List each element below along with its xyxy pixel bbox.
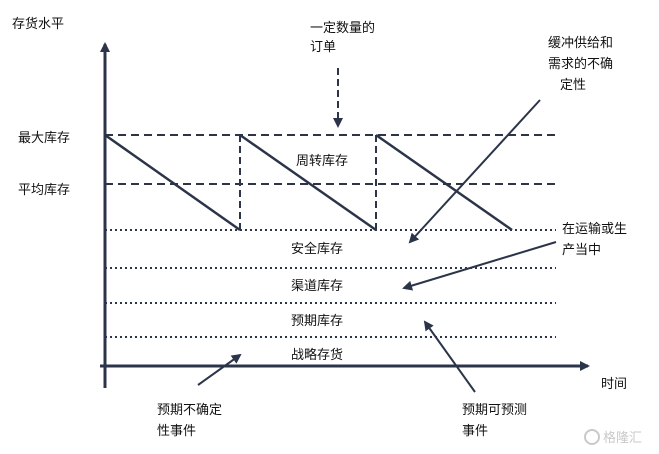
average-inventory-label: 平均库存 <box>18 182 70 198</box>
watermark-logo-icon <box>584 429 600 445</box>
fixed-order-annotation-line-2: 订单 <box>310 40 336 55</box>
predictable-annotation-line-1: 预期可预测 <box>462 403 527 418</box>
safety-stock-label: 安全库存 <box>291 241 343 257</box>
buffer-annotation-line-3: 定性 <box>560 78 586 93</box>
watermark-text: 格隆汇 <box>603 430 642 446</box>
buffer-annotation-line-1: 缓冲供给和 <box>548 36 613 51</box>
depletion-line-2 <box>239 133 377 232</box>
buffer-arrow <box>408 99 541 244</box>
anticipation-stock-label: 预期库存 <box>291 313 343 329</box>
unpredictable-annotation-line-2: 性事件 <box>157 424 196 439</box>
x-axis-label: 时间 <box>601 377 627 392</box>
predictable-annotation-line-2: 事件 <box>462 424 488 439</box>
strategic-stock-label: 战略存货 <box>291 347 343 363</box>
predictable-arrow <box>423 320 476 393</box>
unpredictable-annotation-line-1: 预期不确定 <box>157 403 222 418</box>
in-transit-arrow <box>402 241 557 291</box>
unpredictable-arrow <box>197 353 242 386</box>
in-transit-annotation-line-2: 产当中 <box>562 243 601 258</box>
max-inventory-label: 最大库存 <box>18 130 70 146</box>
watermark: 格隆汇 <box>584 429 642 446</box>
in-transit-annotation-line-1: 在运输或生 <box>562 221 627 237</box>
cycle-stock-label: 周转库存 <box>296 153 348 169</box>
y-axis-label: 存货水平 <box>12 16 64 32</box>
pipeline-stock-label: 渠道库存 <box>291 278 343 294</box>
depletion-line-3 <box>375 133 513 232</box>
buffer-annotation-line-2: 需求的不确 <box>548 56 613 72</box>
depletion-line-1 <box>104 133 241 232</box>
fixed-order-annotation-line-1: 一定数量的 <box>310 20 375 36</box>
